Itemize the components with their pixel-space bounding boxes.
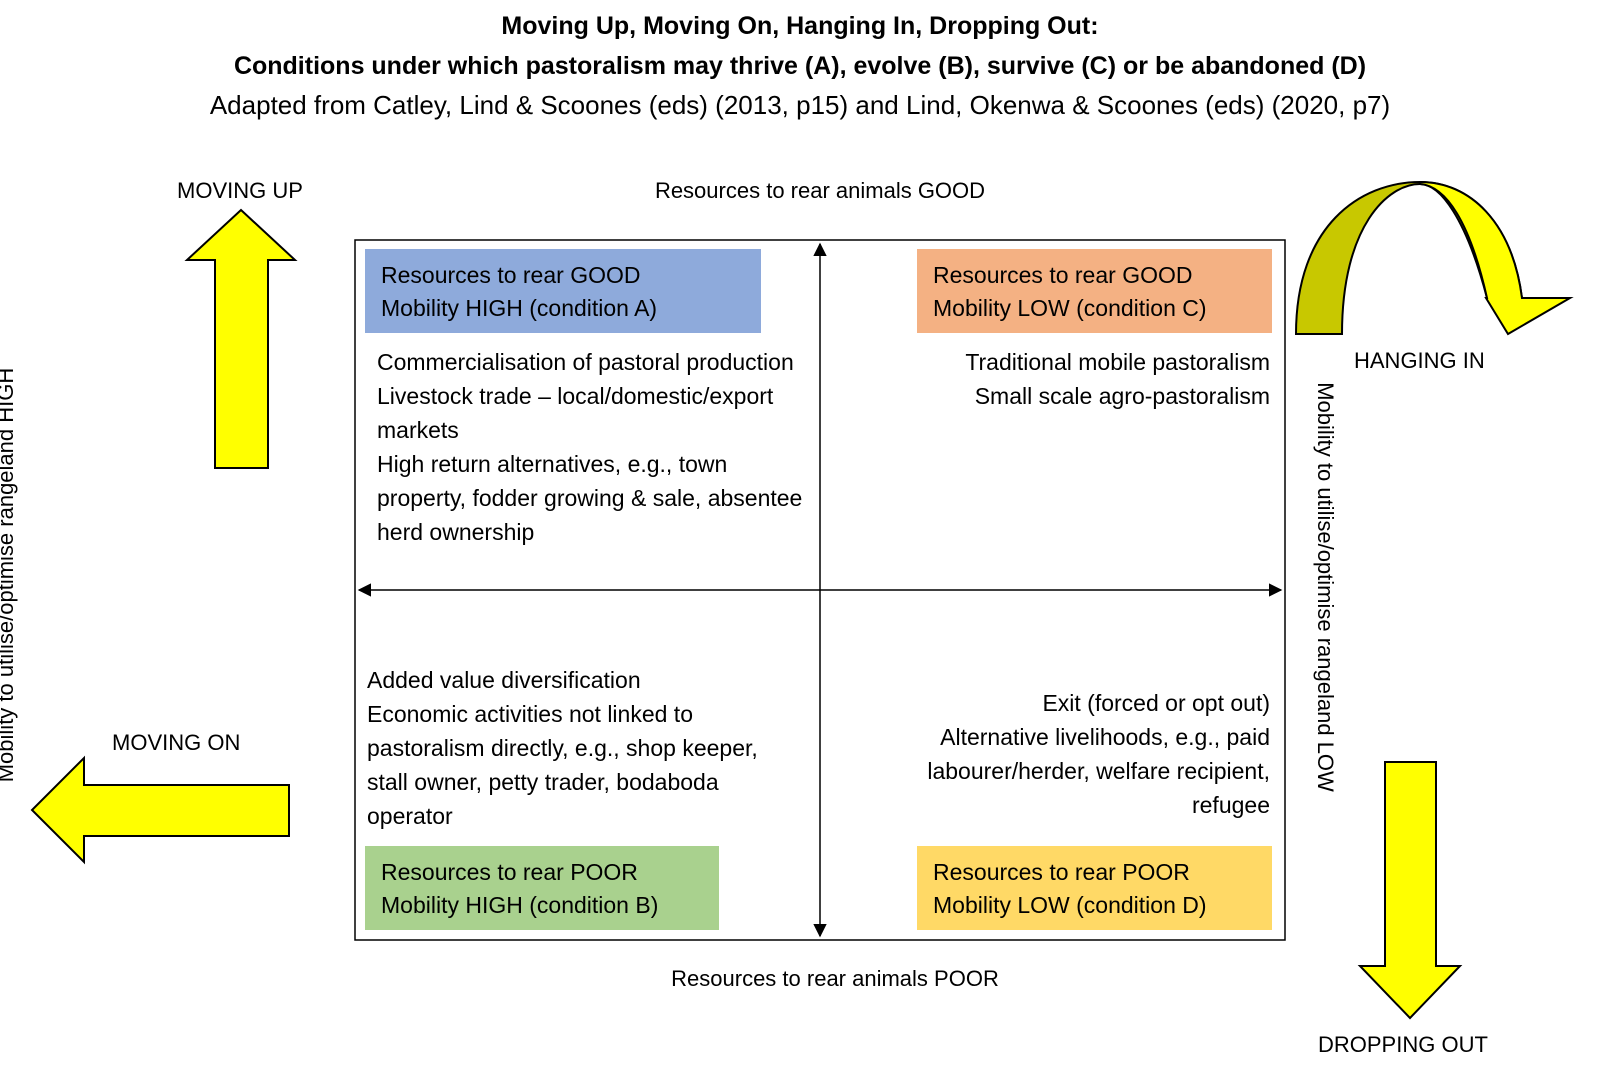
condition-b-header: Resources to rear POOR Mobility HIGH (co…: [365, 846, 719, 930]
condition-d-items: Exit (forced or opt out) Alternative liv…: [900, 686, 1270, 822]
list-item: Small scale agro-pastoralism: [974, 383, 1270, 409]
condition-c-items: Traditional mobile pastoralism Small sca…: [880, 345, 1270, 413]
condition-c-line1: Resources to rear GOOD: [933, 262, 1193, 288]
condition-c-line2: Mobility LOW (condition C): [933, 295, 1207, 321]
moving-up-label: MOVING UP: [177, 178, 303, 203]
dropping-out-label: DROPPING OUT: [1318, 1032, 1488, 1057]
diagram-source: Adapted from Catley, Lind & Scoones (eds…: [209, 90, 1391, 120]
list-item: Added value diversification: [367, 667, 641, 693]
condition-d-line2: Mobility LOW (condition D): [933, 892, 1207, 918]
list-item: Exit (forced or opt out): [1042, 690, 1270, 716]
list-item: Livestock trade – local/domestic/export …: [377, 383, 774, 443]
moving-on-arrow-icon: [30, 755, 290, 865]
list-item: Traditional mobile pastoralism: [965, 349, 1270, 375]
diagram-title-line1: Moving Up, Moving On, Hanging In, Droppi…: [501, 12, 1099, 40]
condition-a-line1: Resources to rear GOOD: [381, 262, 641, 288]
condition-a-header: Resources to rear GOOD Mobility HIGH (co…: [365, 249, 761, 333]
axis-label-top: Resources to rear animals GOOD: [654, 178, 986, 203]
axis-label-right: Mobility to utilise/optimise rangeland L…: [1313, 382, 1338, 792]
axis-label-bottom: Resources to rear animals POOR: [671, 966, 999, 991]
hanging-in-curved-arrow-icon: [1294, 180, 1574, 336]
diagram-title-line2: Conditions under which pastoralism may t…: [233, 52, 1367, 80]
condition-a-line2: Mobility HIGH (condition A): [381, 295, 658, 321]
list-item: Economic activities not linked to pastor…: [367, 701, 758, 829]
condition-d-header: Resources to rear POOR Mobility LOW (con…: [917, 846, 1272, 930]
list-item: Commercialisation of pastoral production: [377, 349, 794, 375]
condition-c-header: Resources to rear GOOD Mobility LOW (con…: [917, 249, 1272, 333]
condition-b-items: Added value diversification Economic act…: [367, 663, 787, 833]
axis-label-left: Mobility to utilise/optimise rangeland H…: [0, 367, 18, 783]
moving-on-label: MOVING ON: [112, 730, 241, 755]
condition-b-line2: Mobility HIGH (condition B): [381, 892, 659, 918]
dropping-out-arrow-icon: [1357, 761, 1463, 1020]
quadrant-frame: [354, 239, 1286, 941]
moving-up-arrow-icon: [184, 208, 298, 469]
hanging-in-label: HANGING IN: [1354, 348, 1485, 373]
list-item: Alternative livelihoods, e.g., paid labo…: [927, 724, 1270, 818]
condition-d-line1: Resources to rear POOR: [933, 859, 1190, 885]
condition-a-items: Commercialisation of pastoral production…: [377, 345, 807, 549]
condition-b-line1: Resources to rear POOR: [381, 859, 638, 885]
list-item: High return alternatives, e.g., town pro…: [377, 451, 803, 545]
